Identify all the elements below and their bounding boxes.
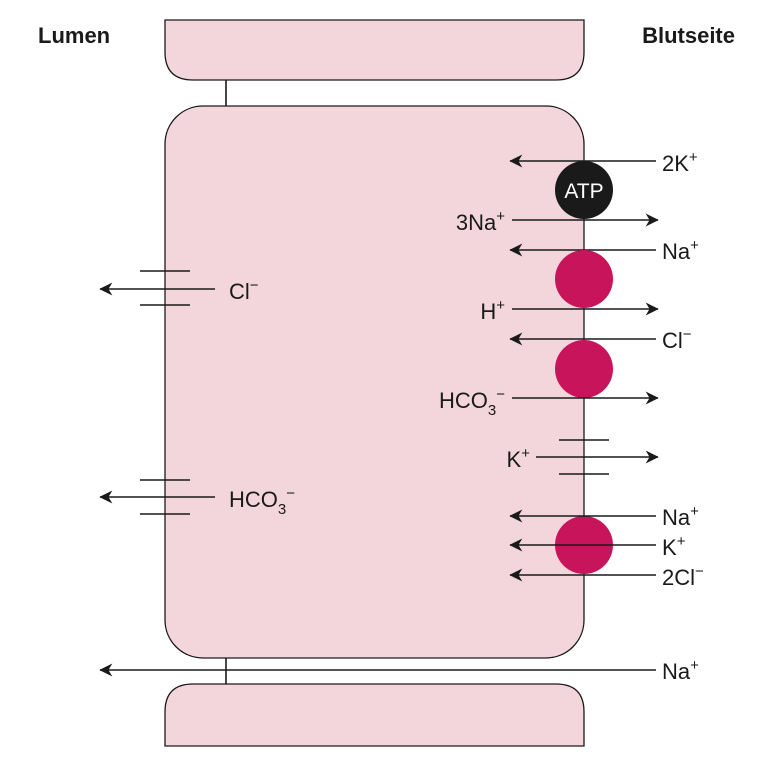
lower-neighbor-cell [164, 683, 585, 747]
ion-label-cl-blood: Cl− [662, 326, 692, 353]
atp-label: ATP [564, 180, 603, 203]
ion-label-3na: 3Na+ [456, 208, 505, 235]
atp-pump [555, 161, 613, 219]
ion-label-hco3-lumen: HCO3− [229, 485, 295, 518]
ion-label-nkcc-k: K+ [662, 533, 686, 560]
upper-neighbor-cell [164, 19, 585, 81]
ion-label-k-channel: K+ [507, 445, 531, 472]
na-h-exchanger [555, 250, 613, 308]
cl-hco3-exchanger [555, 340, 613, 398]
ion-label-nkcc-na: Na+ [662, 503, 699, 530]
lumen-header: Lumen [38, 23, 110, 48]
ion-label-hco3-blood: HCO3− [439, 386, 505, 419]
blood-side-header: Blutseite [642, 23, 735, 48]
ion-label-na-exchanger: Na+ [662, 237, 699, 264]
ion-label-nkcc-2cl: 2Cl− [662, 563, 704, 590]
ion-label-2k: 2K+ [662, 149, 698, 176]
ion-label-h: H+ [480, 297, 505, 324]
ion-label-cl-lumen: Cl− [229, 277, 259, 304]
ion-label-paracellular-na: Na+ [662, 657, 699, 684]
